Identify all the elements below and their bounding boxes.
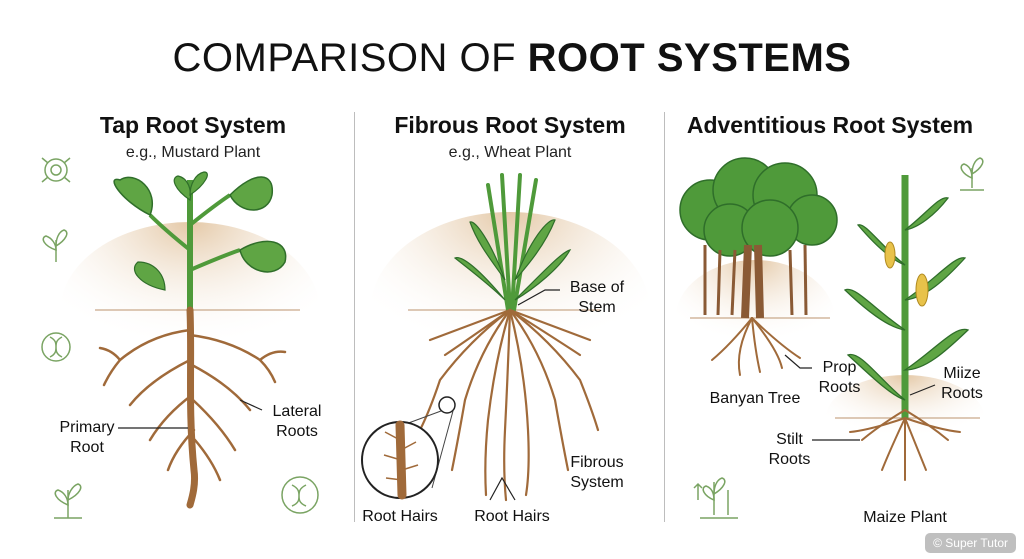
label-maize-roots: Miize Roots	[941, 365, 983, 402]
fibrous-root-title: Fibrous Root System	[394, 112, 626, 138]
pollen-icon	[41, 157, 71, 183]
sprout-icon	[54, 483, 82, 519]
label-primary-root: Primary Root	[59, 419, 115, 456]
label-root-hairs: Root Hairs	[474, 508, 550, 525]
label-prop-roots: Prop Roots	[818, 359, 861, 396]
tap-root-title: Tap Root System	[99, 112, 287, 138]
dna-icon	[41, 332, 71, 362]
label-fibrous-system: Fibrous System	[570, 454, 624, 491]
label-lateral-roots: Lateral Roots	[272, 403, 322, 440]
diagram-title: COMPARISON OF ROOT SYSTEMS	[172, 36, 852, 80]
seedling-icon	[42, 229, 68, 262]
plant-sprout-icon	[960, 157, 984, 191]
label-banyan-tree: Banyan Tree	[709, 390, 801, 407]
fibrous-root-subtitle: e.g., Wheat Plant	[448, 144, 572, 161]
banyan-tree	[675, 157, 838, 380]
label-root-hairs-zoom: Root Hairs	[362, 508, 438, 525]
dna-leaf-icon	[281, 476, 319, 514]
tap-root-plant	[60, 171, 320, 509]
panel-divider-2	[664, 112, 665, 522]
label-base-of-stem: Base of Stem	[569, 279, 625, 316]
adventitious-root-title: Adventitious Root System	[686, 112, 974, 138]
seedling-pot-icon	[693, 477, 738, 519]
tap-root-subtitle: e.g., Mustard Plant	[125, 144, 261, 161]
fibrous-root-plant	[361, 173, 650, 502]
watermark-badge: © Super Tutor	[925, 533, 1016, 553]
panel-divider-1	[354, 112, 355, 522]
maize-plant	[812, 175, 985, 481]
label-maize-plant: Maize Plant	[863, 509, 947, 526]
label-stilt-roots: Stilt Roots	[768, 431, 811, 468]
